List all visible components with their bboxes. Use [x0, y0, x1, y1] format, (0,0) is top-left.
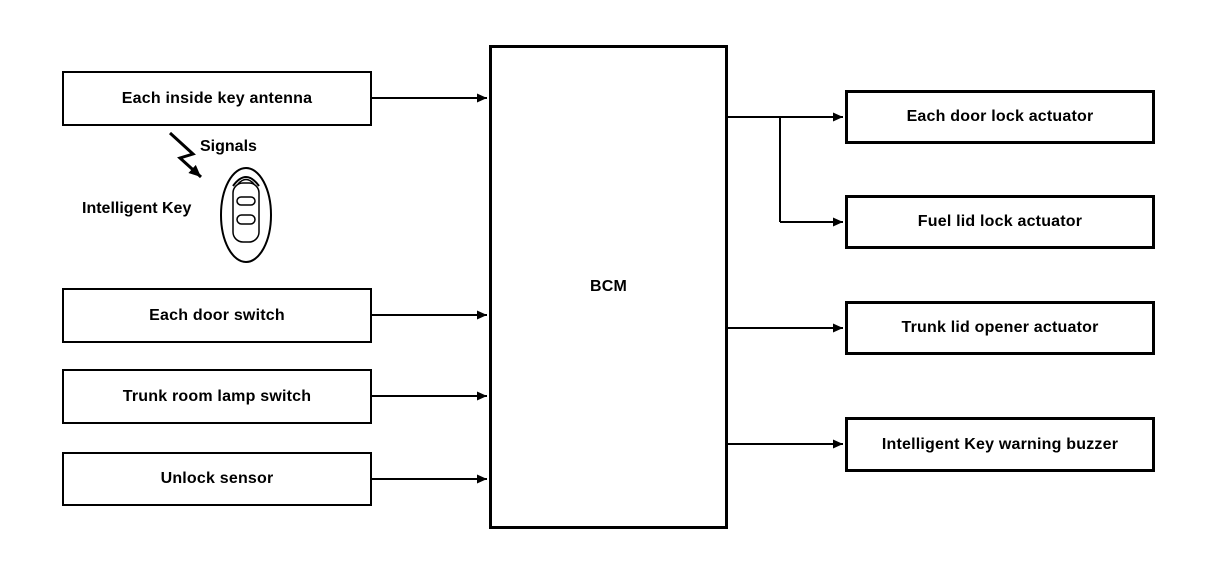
input-connector-arrows	[371, 93, 487, 484]
bcm-box: BCM	[489, 45, 728, 529]
key-fob-button-lock	[236, 196, 256, 206]
output-box-fuel-lid-lock-actuator: Fuel lid lock actuator	[845, 195, 1155, 249]
key-fob-button-unlock	[236, 214, 256, 225]
key-fob-top-dome	[232, 176, 260, 187]
output-connector-arrows	[727, 112, 843, 449]
intelligent-key-label: Intelligent Key	[82, 200, 192, 217]
input-box-trunk-room-lamp-switch: Trunk room lamp switch	[62, 369, 372, 424]
output-box-trunk-lid-opener-actuator: Trunk lid opener actuator	[845, 301, 1155, 355]
key-fob-body	[220, 167, 272, 263]
key-fob-top-dome-inner	[237, 178, 255, 185]
input-box-each-door-switch: Each door switch	[62, 288, 372, 343]
key-fob-button-panel	[232, 182, 260, 243]
input-box-label: Each inside key antenna	[121, 89, 313, 107]
input-box-label: Trunk room lamp switch	[122, 387, 312, 405]
input-box-each-inside-key-antenna: Each inside key antenna	[62, 71, 372, 126]
output-box-each-door-lock-actuator: Each door lock actuator	[845, 90, 1155, 144]
input-box-label: Each door switch	[149, 306, 285, 324]
signals-label: Signals	[200, 138, 257, 155]
output-box-label: Trunk lid opener actuator	[901, 319, 1099, 336]
input-box-label: Unlock sensor	[160, 470, 274, 487]
output-box-label: Intelligent Key warning buzzer	[881, 435, 1119, 453]
intelligent-key-fob-icon	[220, 167, 272, 263]
input-box-unlock-sensor: Unlock sensor	[62, 452, 372, 506]
output-box-intelligent-key-warning-buzzer: Intelligent Key warning buzzer	[845, 417, 1155, 472]
bcm-label: BCM	[589, 278, 628, 295]
output-box-label: Fuel lid lock actuator	[917, 213, 1083, 230]
output-box-label: Each door lock actuator	[906, 108, 1094, 125]
signals-zigzag-arrow-icon	[168, 131, 203, 179]
